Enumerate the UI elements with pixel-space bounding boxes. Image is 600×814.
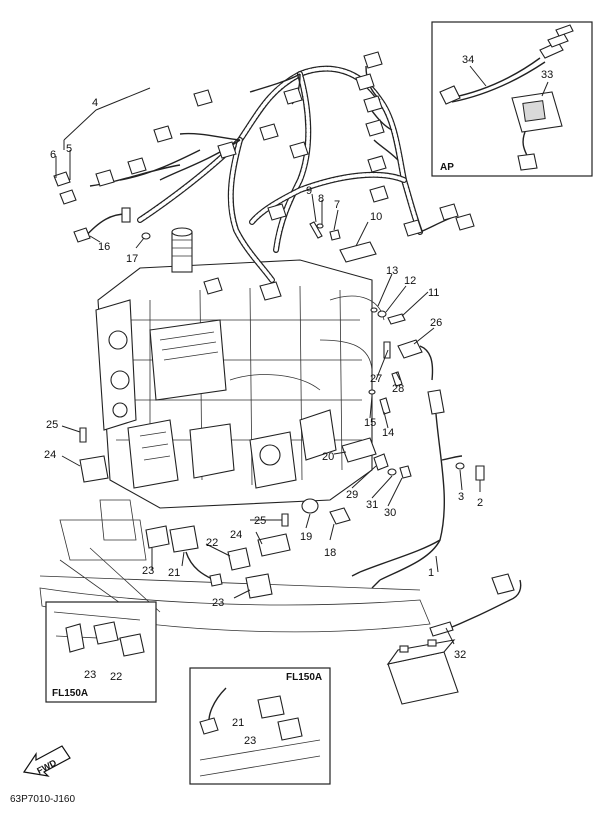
callout-14: 14 — [382, 427, 394, 439]
callout-16: 16 — [98, 241, 110, 253]
callout-30: 30 — [384, 507, 396, 519]
callout-2: 2 — [477, 497, 483, 509]
callout-7: 7 — [334, 199, 340, 211]
callout-labels: 1 2 3 4 5 6 7 8 9 10 11 12 13 14 15 16 1… — [44, 97, 483, 661]
callout-13: 13 — [386, 265, 398, 277]
callout-24-center: 24 — [230, 529, 242, 541]
callout-21-inset: 21 — [232, 717, 244, 729]
leader-lines — [55, 87, 481, 645]
inset-fl150a-left-title: FL150A — [52, 688, 88, 699]
engine-block — [39, 227, 431, 633]
callout-31: 31 — [366, 499, 378, 511]
callout-20: 20 — [322, 451, 334, 463]
callout-8: 8 — [318, 193, 324, 205]
callout-27: 27 — [370, 373, 382, 385]
callout-11: 11 — [428, 287, 439, 299]
fwd-arrow: FWD — [22, 745, 71, 777]
callout-28: 28 — [392, 383, 404, 395]
callout-22: 22 — [206, 537, 218, 549]
callout-23-inset-center: 23 — [244, 735, 256, 747]
callout-17: 17 — [126, 253, 138, 265]
callout-25: 25 — [46, 419, 58, 431]
inset-box-fl150a-left: FL150A 23 22 — [45, 601, 157, 703]
inset-box-ap: AP 34 33 — [431, 21, 593, 177]
callout-33: 33 — [541, 69, 553, 81]
callout-19: 19 — [300, 531, 312, 543]
callout-34: 34 — [462, 54, 474, 66]
wire-harness — [53, 51, 475, 301]
callout-29: 29 — [346, 489, 358, 501]
callout-12: 12 — [404, 275, 416, 287]
callout-24: 24 — [44, 449, 56, 461]
callout-4: 4 — [92, 97, 98, 109]
callout-18: 18 — [324, 547, 336, 559]
callout-25-center: 25 — [254, 515, 266, 527]
callout-1: 1 — [428, 567, 434, 579]
callout-15: 15 — [364, 417, 376, 429]
callout-26: 26 — [430, 317, 442, 329]
inset-ap-title: AP — [440, 162, 454, 173]
callout-23: 23 — [142, 565, 154, 577]
callout-32: 32 — [454, 649, 466, 661]
small-parts — [73, 207, 522, 705]
inset-box-fl150a-center: FL150A 21 23 — [189, 667, 331, 785]
callout-22-inset: 22 — [110, 671, 122, 683]
callout-23-lower: 23 — [212, 597, 224, 609]
callout-21: 21 — [168, 567, 180, 579]
callout-5: 5 — [66, 143, 72, 155]
callout-10: 10 — [370, 211, 382, 223]
callout-3: 3 — [458, 491, 464, 503]
inset-fl150a-center-title: FL150A — [286, 672, 322, 683]
callout-9: 9 — [306, 185, 312, 197]
diagram-code: 63P7010-J160 — [10, 794, 75, 805]
callout-23-inset: 23 — [84, 669, 96, 681]
callout-6: 6 — [50, 149, 56, 161]
